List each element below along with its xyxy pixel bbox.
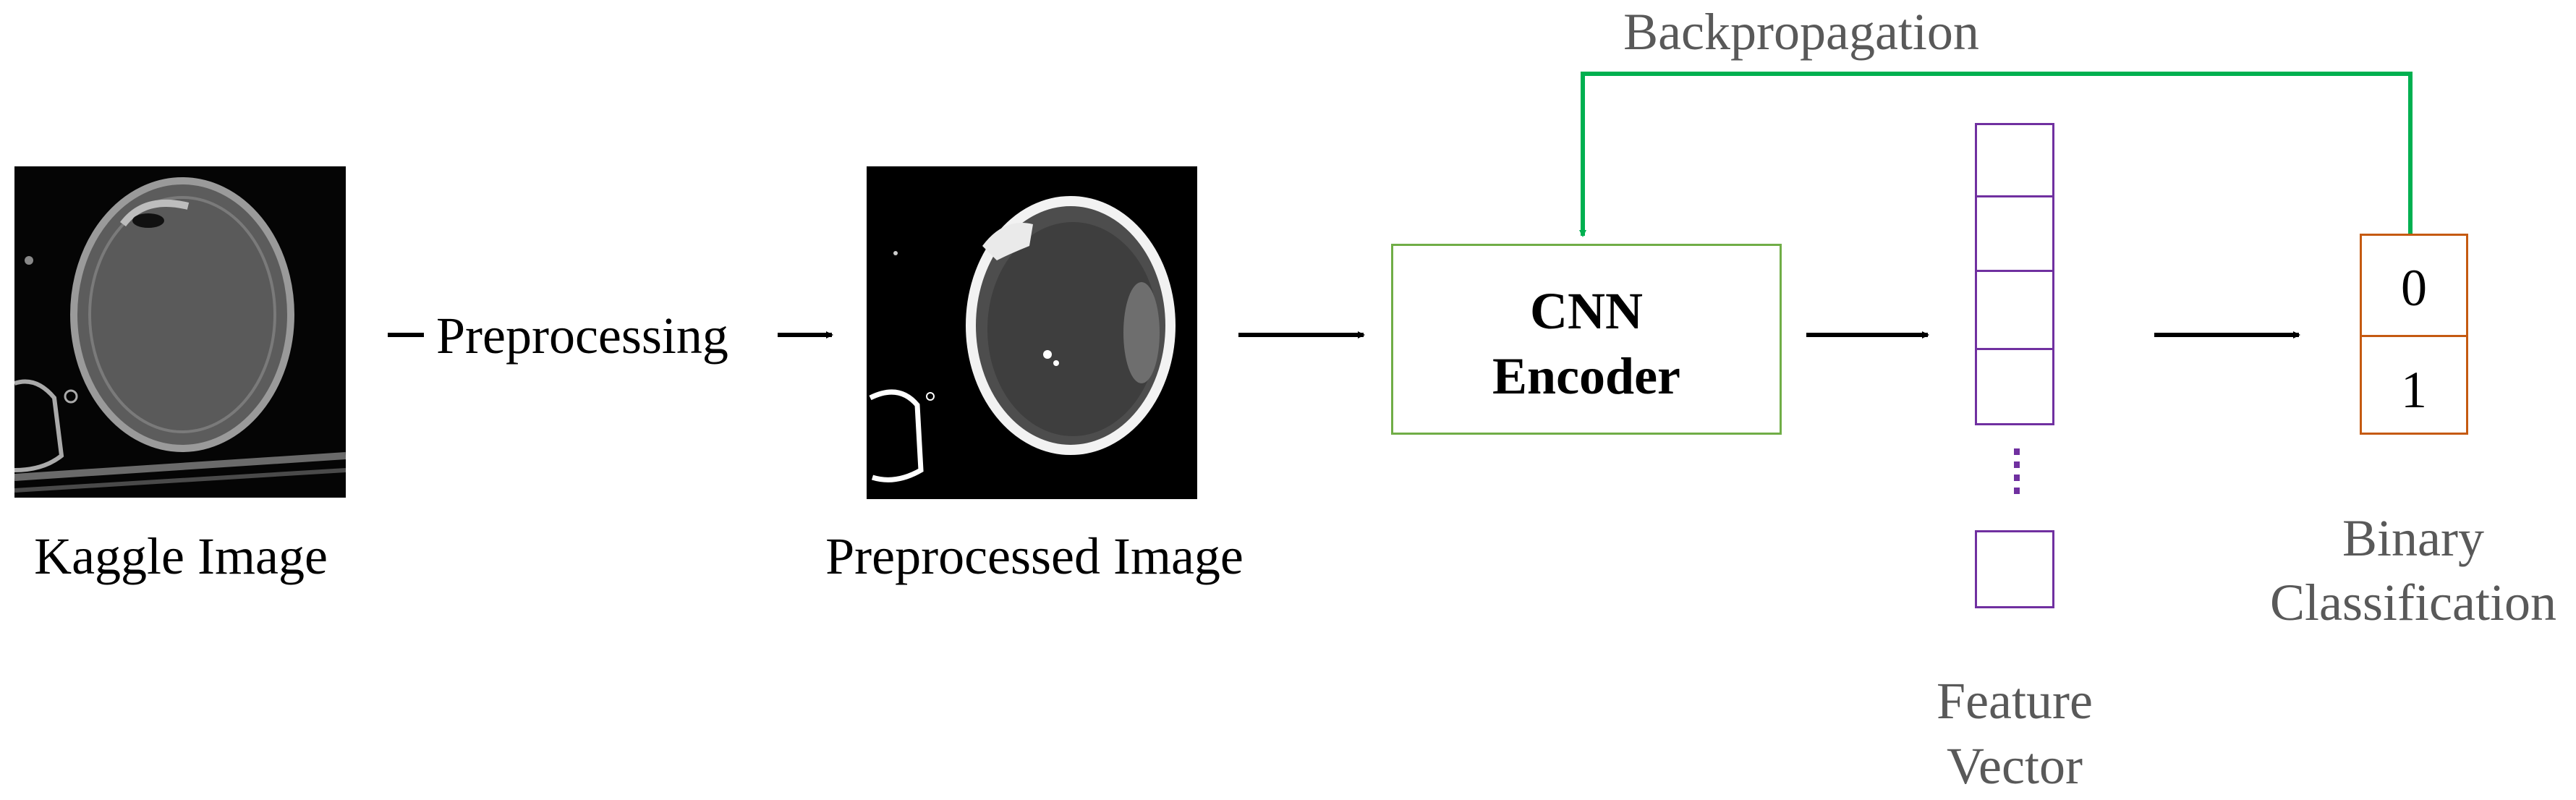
backprop-arrow <box>1579 72 2413 237</box>
preprocessing-label: Preprocessing <box>436 307 728 365</box>
backpropagation-label: Backpropagation <box>1623 3 1979 61</box>
feature-vector-label-line1: Feature <box>1937 672 2093 730</box>
class-1-label: 1 <box>2401 361 2427 419</box>
binary-classification-label-line1: Binary <box>2342 509 2484 567</box>
kaggle-ct-image <box>14 166 347 498</box>
feature-cell-2 <box>1975 195 2054 272</box>
feature-cell-last <box>1975 530 2054 608</box>
feature-cell-1 <box>1975 123 2054 197</box>
cnn-label-line2: Encoder <box>1492 347 1680 405</box>
binary-classification-label-line2: Classification <box>2270 574 2556 631</box>
preprocessed-ct-image <box>867 166 1197 499</box>
feature-cell-4 <box>1975 348 2054 425</box>
preprocessed-image-caption: Preprocessed Image <box>825 527 1244 585</box>
cnn-encoder-box <box>1391 244 1782 435</box>
feature-cell-3 <box>1975 270 2054 350</box>
feature-vector-label-line2: Vector <box>1947 737 2083 795</box>
class-0-label: 0 <box>2401 259 2427 317</box>
cnn-label-line1: CNN <box>1530 282 1643 340</box>
kaggle-image-caption: Kaggle Image <box>34 527 328 585</box>
class-cell-1 <box>2360 335 2468 435</box>
